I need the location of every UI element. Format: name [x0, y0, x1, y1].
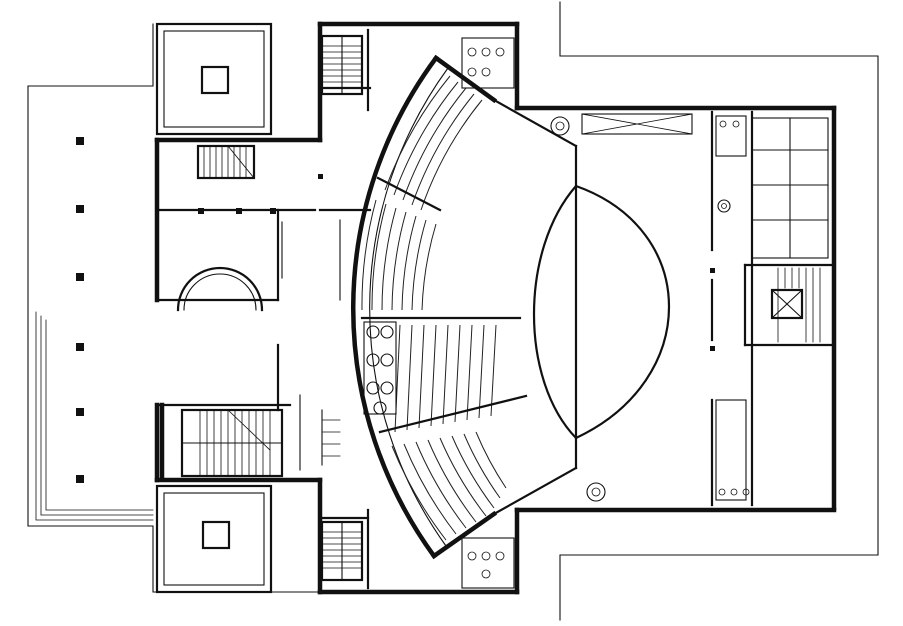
main-walls: [154, 21, 520, 595]
wc-top: [461, 37, 515, 89]
tower-top-left: [155, 22, 273, 136]
backstage-walls: [514, 105, 837, 513]
stair-top-left: [196, 144, 256, 180]
stair-core-top: [320, 34, 364, 96]
interior-columns: [198, 174, 323, 214]
wc-bottom: [461, 537, 515, 589]
stair-bottom-left: [180, 408, 284, 478]
box-seats: [363, 321, 397, 415]
tower-bottom-left: [155, 484, 273, 594]
stair-core-bottom: [320, 520, 364, 582]
entrance-arrows: [299, 394, 341, 471]
site-outline: [27, 1, 879, 621]
seating-lower-block: [378, 324, 528, 541]
auditorium-outer-walls: [350, 54, 578, 560]
apse-niche: [176, 266, 264, 312]
stage: [532, 116, 670, 502]
terrace-columns: [76, 137, 84, 483]
seating-upper-block: [360, 75, 522, 320]
